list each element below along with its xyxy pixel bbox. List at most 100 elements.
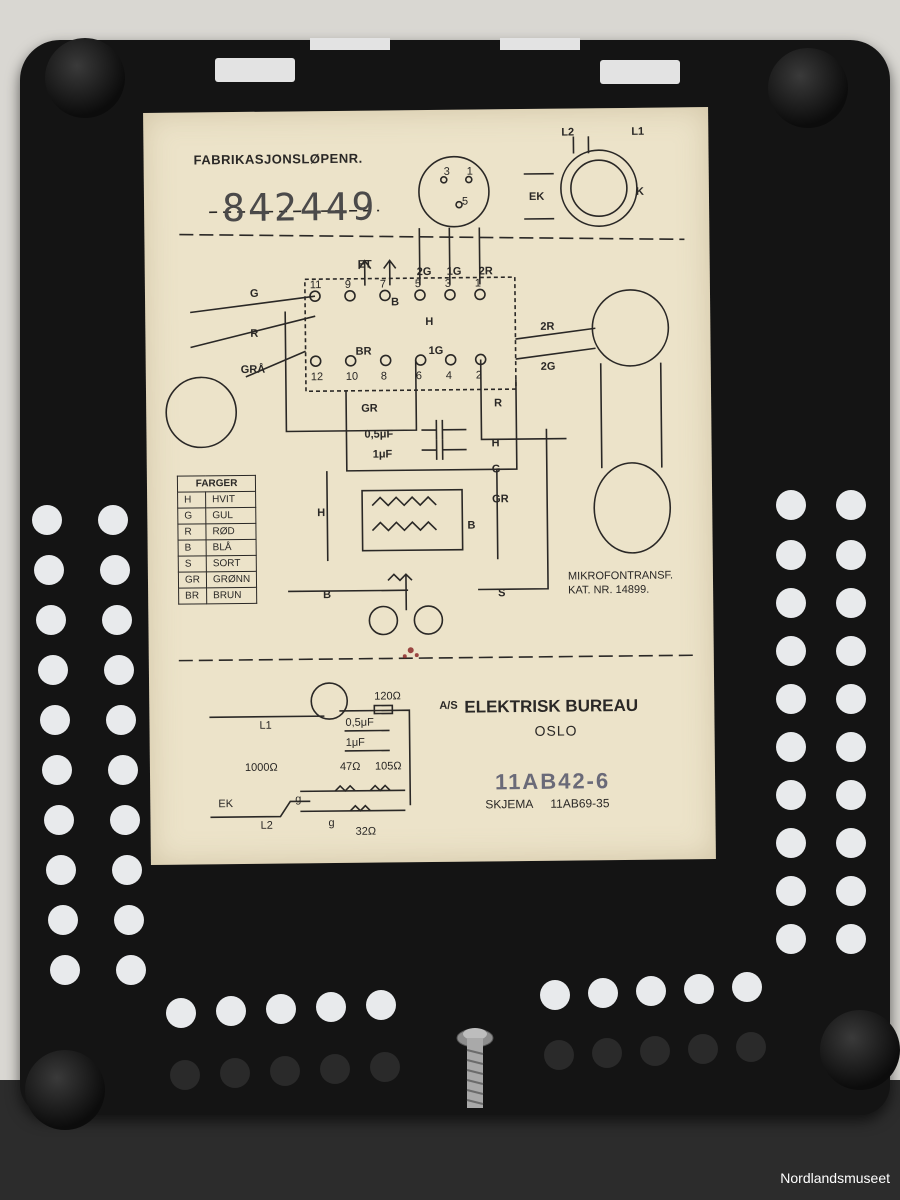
legend-code: R (177, 523, 207, 541)
terminal-number: 7 (379, 278, 387, 291)
vent-hole (776, 732, 806, 762)
mic-transformer-catalog: KAT. NR. 14899. (568, 583, 650, 597)
terminal-number: 9 (344, 278, 352, 291)
terminal-number: 12 (310, 371, 324, 384)
terminal-number: 4 (445, 369, 453, 382)
vent-hole (836, 924, 866, 954)
wire-label: GR (492, 493, 509, 506)
wire-label: B (391, 296, 400, 309)
vent-hole (836, 636, 866, 666)
wire-label: S (498, 587, 506, 600)
wire-label: B (467, 519, 476, 532)
vent-hole (46, 855, 76, 885)
lower-label: L2 (260, 819, 273, 832)
terminal-number: 8 (380, 370, 388, 383)
vent-hole (110, 805, 140, 835)
socket-number: 3 (443, 165, 450, 178)
terminal-number: 3 (444, 277, 452, 290)
lower-label: 0,5μF (345, 716, 374, 729)
wire-label: H (317, 507, 326, 520)
lower-label: 105Ω (374, 760, 402, 773)
lower-label: 32Ω (355, 825, 377, 838)
legend-code: S (178, 555, 207, 573)
socket-number: 1 (466, 165, 473, 178)
vent-hole (736, 1032, 766, 1062)
schema-label: SKJEMA (485, 796, 534, 812)
lower-label: g (295, 793, 302, 806)
vent-hole (776, 828, 806, 858)
vent-hole (42, 755, 72, 785)
mic-transformer-label: MIKROFONTRANSF. (567, 569, 674, 583)
ink-stamp: 11AB42-6 (494, 768, 611, 795)
terminal-number: 11 (309, 279, 322, 292)
vent-hole (588, 978, 618, 1008)
vent-hole (50, 955, 80, 985)
wire-label: ET (357, 258, 372, 271)
legend-code: BR (178, 587, 207, 605)
vent-hole (776, 780, 806, 810)
vent-hole (836, 684, 866, 714)
vent-hole (116, 955, 146, 985)
lower-label: 47Ω (339, 760, 361, 773)
terminal-number: 1 (474, 277, 482, 290)
vent-hole (270, 1056, 300, 1086)
vent-hole (776, 490, 806, 520)
lower-label: g (328, 817, 335, 830)
vent-hole (684, 974, 714, 1004)
vent-hole (98, 505, 128, 535)
vent-hole (114, 905, 144, 935)
vent-hole (592, 1038, 622, 1068)
legend-code: B (178, 539, 207, 557)
legend-code: H (177, 491, 206, 509)
rubber-foot (768, 48, 848, 128)
wire-label: GRÅ (240, 363, 266, 376)
wire-label: 2R (540, 320, 555, 333)
legend-name: GRØNN (206, 571, 257, 588)
vent-hole (688, 1034, 718, 1064)
vent-hole (776, 588, 806, 618)
vent-hole (166, 998, 196, 1028)
wire-label: 2G (540, 360, 556, 373)
vent-hole (48, 905, 78, 935)
legend-name: HVIT (205, 491, 256, 508)
vent-hole (640, 1036, 670, 1066)
lower-label: 1000Ω (244, 761, 278, 774)
lower-label: 120Ω (374, 690, 401, 703)
vent-hole (44, 805, 74, 835)
company-prefix: A/S (439, 699, 458, 712)
terminal-number: 10 (345, 370, 359, 383)
vent-hole (36, 605, 66, 635)
company-city: OSLO (534, 722, 578, 739)
rubber-foot (45, 38, 125, 118)
vent-hole (776, 540, 806, 570)
vent-hole (836, 780, 866, 810)
vent-hole (106, 705, 136, 735)
vent-hole (38, 655, 68, 685)
vent-hole (636, 976, 666, 1006)
company-name: ELEKTRISK BUREAU (464, 695, 639, 717)
capacitor-label: 1μF (372, 448, 393, 461)
vent-hole (544, 1040, 574, 1070)
vent-hole (836, 490, 866, 520)
vent-hole (836, 588, 866, 618)
vent-hole (104, 655, 134, 685)
mounting-screw (456, 1028, 494, 1108)
vent-hole (320, 1054, 350, 1084)
capacitor-label: 0,5μF (364, 428, 394, 441)
wire-label: R (494, 397, 503, 410)
wiring-diagram-drawing (165, 136, 694, 819)
vent-hole (776, 876, 806, 906)
vent-hole (836, 732, 866, 762)
vent-hole (266, 994, 296, 1024)
legend-name: SORT (206, 555, 257, 572)
vent-hole (836, 876, 866, 906)
lower-label: EK (218, 798, 234, 811)
vent-hole (216, 996, 246, 1026)
wire-label: 2G (416, 265, 432, 279)
plate-notch (310, 38, 390, 50)
plate-notch (500, 38, 580, 50)
vent-hole (102, 605, 132, 635)
vent-hole (220, 1058, 250, 1088)
vent-hole (776, 636, 806, 666)
lower-label: L1 (259, 719, 272, 732)
